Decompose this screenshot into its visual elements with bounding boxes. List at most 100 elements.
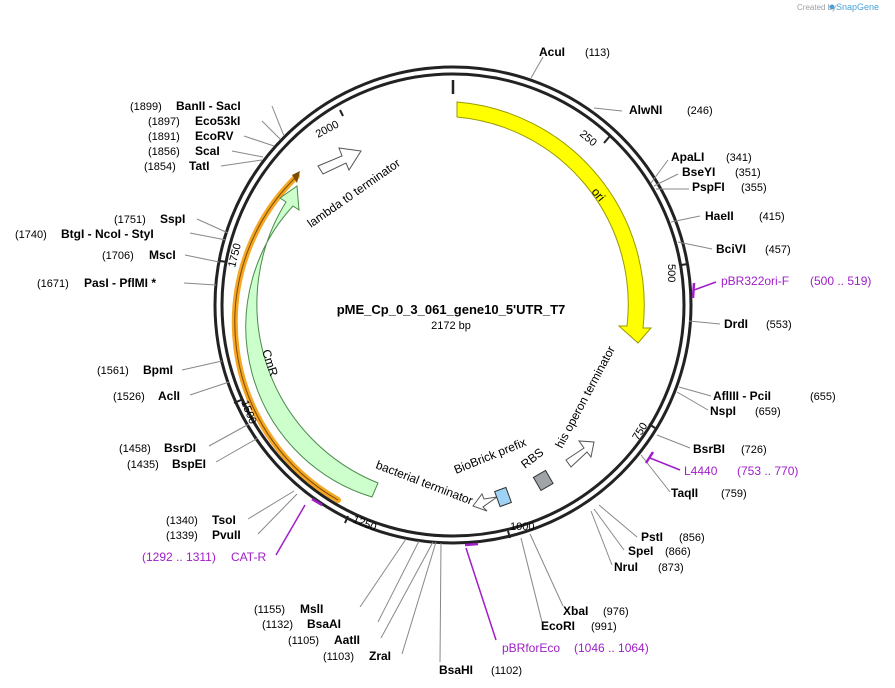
enzyme-spei[interactable]: SpeI (628, 544, 653, 558)
leader-bseyi (653, 173, 679, 187)
tick-500: 500 (665, 264, 677, 282)
his-terminator-arrow[interactable] (565, 440, 595, 468)
enzyme-ecori-pos: (991) (591, 621, 617, 633)
enzyme-msci[interactable]: MscI (149, 248, 176, 262)
enzyme-bseyi[interactable]: BseYI (682, 165, 715, 179)
enzyme-pvuii-pos: (1339) (166, 530, 198, 542)
enzyme-nspi[interactable]: NspI (710, 404, 736, 418)
enzyme-tsoi-pos: (1340) (166, 515, 198, 527)
enzyme-apali[interactable]: ApaLI (671, 150, 704, 164)
enzyme-eco53ki[interactable]: Eco53kI (195, 114, 240, 128)
plasmid-name: pME_Cp_0_3_061_gene10_5'UTR_T7 (337, 302, 566, 317)
ori-arrow[interactable] (456, 101, 653, 344)
backbone (213, 65, 693, 545)
cmr-orf-arrowhead (292, 171, 300, 183)
primer-l4440-mark (644, 451, 655, 464)
enzyme-pspfi[interactable]: PspFI (692, 180, 725, 194)
enzyme-scai[interactable]: ScaI (195, 144, 220, 158)
tick-1250-mark (344, 515, 349, 524)
tick-750: 750 (630, 421, 650, 443)
enzyme-zrai-pos: (1103) (323, 651, 354, 663)
enzyme-ecorv-pos: (1891) (148, 131, 180, 143)
enzyme-taqii-pos: (759) (721, 488, 747, 500)
enzyme-banii-saci[interactable]: BanII - SacI (176, 99, 241, 113)
enzyme-apali-pos: (341) (726, 152, 752, 164)
primer-cat-r[interactable]: CAT-R (231, 550, 266, 564)
enzyme-bspei-pos: (1435) (127, 459, 159, 471)
enzyme-bcivi[interactable]: BciVI (716, 242, 746, 256)
enzyme-bsrdi-pos: (1458) (119, 443, 151, 455)
leader-alwni (593, 107, 623, 112)
primer-pbr322ori-f[interactable]: pBR322ori-F (721, 274, 789, 288)
enzyme-tati[interactable]: TatI (189, 159, 209, 173)
tick-1000-mark (507, 530, 511, 539)
leader-btgi (189, 232, 227, 241)
biobrick-prefix-arrow[interactable] (472, 492, 498, 512)
enzyme-alwni[interactable]: AlwNI (629, 103, 662, 117)
enzyme-bsahi[interactable]: BsaHI (439, 663, 473, 677)
enzyme-xbai-pos: (976) (603, 606, 629, 618)
enzyme-tsoi[interactable]: TsoI (212, 513, 236, 527)
enzyme-bspei[interactable]: BspEI (172, 457, 206, 471)
enzyme-acui[interactable]: AcuI (539, 45, 565, 59)
enzyme-msli[interactable]: MslI (300, 602, 323, 616)
enzyme-drdi[interactable]: DrdI (724, 317, 748, 331)
primer-pbrforeco-range: (1046 .. 1064) (574, 641, 649, 655)
biobrick-prefix-label: BioBrick prefix (452, 435, 528, 477)
enzyme-nspi-pos: (659) (755, 406, 781, 418)
enzyme-bpmi[interactable]: BpmI (143, 363, 173, 377)
enzyme-haeii-pos: (415) (759, 211, 785, 223)
leader-bcivi (677, 241, 713, 250)
enzyme-haeii[interactable]: HaeII (705, 209, 734, 223)
enzyme-sspi-pos: (1751) (114, 214, 146, 226)
enzyme-nrui[interactable]: NruI (614, 560, 638, 574)
enzyme-acui-pos: (113) (585, 47, 610, 59)
enzyme-btgi-ncoi-styi[interactable]: BtgI - NcoI - StyI (61, 227, 154, 241)
rbs-box[interactable] (532, 469, 554, 492)
tick-500-mark (680, 263, 689, 266)
enzyme-xbai[interactable]: XbaI (563, 604, 588, 618)
credit-prefix: Created by (797, 3, 836, 12)
tick-250: 250 (577, 128, 599, 149)
enzyme-bsrbi[interactable]: BsrBI (693, 442, 725, 456)
enzyme-sspi[interactable]: SspI (160, 212, 185, 226)
primer-l4440[interactable]: L4440 (684, 464, 718, 478)
enzyme-bsaai[interactable]: BsaAI (307, 617, 341, 631)
tick-1000: 1000 (510, 521, 534, 533)
backbone-outer-ring (213, 65, 693, 545)
leader-bsrbi (656, 434, 691, 449)
cmr-arrow[interactable] (245, 185, 379, 498)
enzyme-ecorv[interactable]: EcoRV (195, 129, 233, 143)
enzyme-pvuii[interactable]: PvuII (212, 528, 241, 542)
enzyme-nrui-pos: (873) (658, 562, 684, 574)
leader-psti (598, 504, 638, 538)
leader-bpmi (181, 360, 223, 371)
leader-zrai (401, 541, 437, 655)
enzyme-scai-pos: (1856) (148, 146, 180, 158)
leader-spei (593, 508, 625, 551)
primer-pbrforeco[interactable]: pBRforEco (502, 641, 560, 655)
leader-ecorv (243, 135, 275, 147)
leader-scai (231, 150, 264, 158)
tick-1250: 1250 (351, 514, 378, 534)
enzyme-acli[interactable]: AclI (158, 389, 180, 403)
enzyme-zrai[interactable]: ZraI (369, 649, 391, 663)
enzyme-psti[interactable]: PstI (641, 530, 663, 544)
leader-eco53ki (261, 120, 281, 140)
lambda-terminator-arrow[interactable] (317, 147, 362, 175)
enzyme-bsahi-pos: (1102) (491, 665, 522, 677)
enzyme-pasi-pflmi[interactable]: PasI - PflMI * (84, 276, 156, 290)
leader-bspei (215, 437, 259, 463)
snapgene-logo-icon (829, 4, 835, 10)
enzyme-drdi-pos: (553) (766, 319, 792, 331)
enzyme-ecori[interactable]: EcoRI (541, 619, 575, 633)
primer-l4440-leader (649, 457, 681, 471)
enzyme-afliii-pcii[interactable]: AflIII - PciI (713, 389, 771, 403)
leader-nrui (590, 510, 613, 566)
biobrick-prefix-box[interactable] (493, 486, 513, 508)
enzyme-taqii[interactable]: TaqII (671, 486, 698, 500)
enzyme-aatii[interactable]: AatII (334, 633, 360, 647)
enzyme-tati-pos: (1854) (144, 161, 176, 173)
enzyme-bsrdi[interactable]: BsrDI (164, 441, 196, 455)
